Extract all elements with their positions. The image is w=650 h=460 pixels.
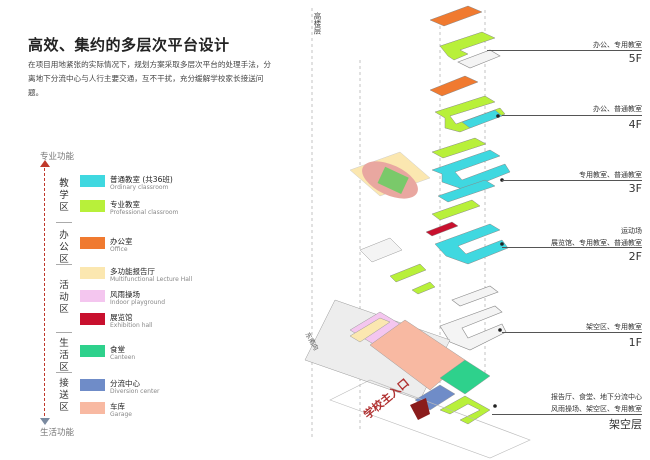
- axonometric-diagram: [304, 5, 531, 459]
- floor-1f-desc: 架空区、专用教室: [586, 323, 642, 331]
- legend-sublabel: Professional classroom: [110, 209, 179, 216]
- axis-bottom-label: 生活功能: [40, 428, 75, 438]
- legend-swatch: [80, 200, 105, 212]
- floor-2f-slabs: [349, 151, 509, 265]
- ground-floor-slabs: [304, 299, 531, 459]
- floor-1f-label: 1F: [628, 336, 642, 349]
- legend-swatch: [80, 345, 105, 357]
- floor-2f-desc2: 展览馆、专用教室、普通教室: [551, 239, 642, 247]
- legend-swatch: [80, 175, 105, 187]
- page-description: 在项目用地紧张的实际情况下，规划方案采取多层次平台的处理手法，分离地下分流中心与…: [28, 60, 271, 97]
- zone-divider: [56, 372, 72, 373]
- legend-sublabel: Exhibition hall: [110, 322, 153, 329]
- floor-1f-slabs: [359, 237, 507, 351]
- leader-line: [502, 115, 642, 116]
- leader-line: [487, 50, 642, 51]
- zone-pickup: 接送区: [59, 378, 69, 413]
- legend-swatch: [80, 313, 105, 325]
- floor-5f-slabs: [429, 5, 501, 69]
- floor-4f-slabs: [429, 75, 506, 133]
- high-building-label: 高楼层: [313, 12, 322, 35]
- zone-divider: [56, 332, 72, 333]
- legend-sublabel: Ordinary classroom: [110, 184, 169, 191]
- legend-sublabel: Office: [110, 246, 128, 253]
- legend-swatch: [80, 402, 105, 414]
- floor-ground-desc2: 风雨操场、架空区、专用教室: [551, 405, 642, 413]
- legend-label: 专业教室: [110, 200, 140, 209]
- legend-label: 食堂: [110, 345, 125, 354]
- floor-4f-desc: 办公、普通教室: [593, 105, 642, 113]
- leader-line: [502, 180, 642, 181]
- floor-ground-desc: 报告厅、食堂、地下分流中心: [551, 393, 642, 401]
- legend-sublabel: Diversion center: [110, 388, 160, 395]
- leader-line: [492, 414, 642, 415]
- floor-ground-label: 架空层: [609, 418, 642, 431]
- floor-3f-slabs: [431, 137, 511, 203]
- arrow-down-icon: [40, 418, 50, 425]
- zone-living: 生活区: [59, 338, 69, 373]
- zone-office: 办公区: [59, 230, 69, 265]
- floor-3f-desc: 专用教室、普通教室: [579, 171, 642, 179]
- legend-label: 分流中心: [110, 379, 140, 388]
- floor-2f-desc: 运动场: [621, 227, 642, 235]
- floor-5f-label: 5F: [628, 52, 642, 65]
- leader-line: [502, 247, 642, 248]
- legend-label: 风雨操场: [110, 290, 140, 299]
- floor-5f-desc: 办公、专用教室: [593, 41, 642, 49]
- leader-line: [502, 332, 642, 333]
- floor-3f-label: 3F: [628, 182, 642, 195]
- legend-sublabel: Garage: [110, 411, 132, 418]
- legend-swatch: [80, 290, 105, 302]
- zone-activity: 活动区: [59, 280, 69, 315]
- floor-4f-label: 4F: [628, 118, 642, 131]
- zone-teaching: 教学区: [59, 178, 69, 213]
- legend-label: 办公室: [110, 237, 133, 246]
- legend-label: 普通教室 (共36班): [110, 175, 173, 184]
- legend-swatch: [80, 379, 105, 391]
- legend-label: 多功能报告厅: [110, 267, 155, 276]
- floor-2f-label: 2F: [628, 250, 642, 263]
- legend-sublabel: Canteen: [110, 354, 136, 361]
- axis-top-label: 专业功能: [40, 152, 75, 162]
- legend-sublabel: Multifunctional Lecture Hall: [110, 276, 193, 283]
- function-axis-line: [44, 163, 45, 421]
- arrow-up-icon: [40, 160, 50, 167]
- legend-label: 展览馆: [110, 313, 133, 322]
- legend-sublabel: Indoor playground: [110, 299, 166, 306]
- legend-swatch: [80, 267, 105, 279]
- legend-label: 车库: [110, 402, 125, 411]
- zone-divider: [56, 264, 72, 265]
- legend-swatch: [80, 237, 105, 249]
- zone-divider: [56, 222, 72, 223]
- page-title: 高效、集约的多层次平台设计: [28, 36, 230, 54]
